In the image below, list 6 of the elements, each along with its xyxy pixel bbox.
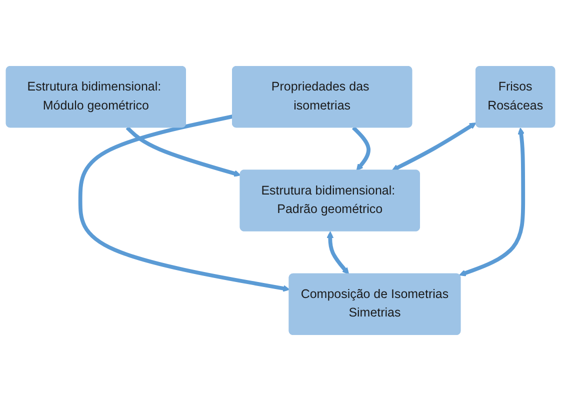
arrow (352, 126, 370, 171)
arrow (392, 122, 476, 171)
arrow (326, 231, 350, 274)
arrow (126, 126, 241, 177)
arrow (78, 114, 290, 292)
arrow (459, 128, 526, 276)
